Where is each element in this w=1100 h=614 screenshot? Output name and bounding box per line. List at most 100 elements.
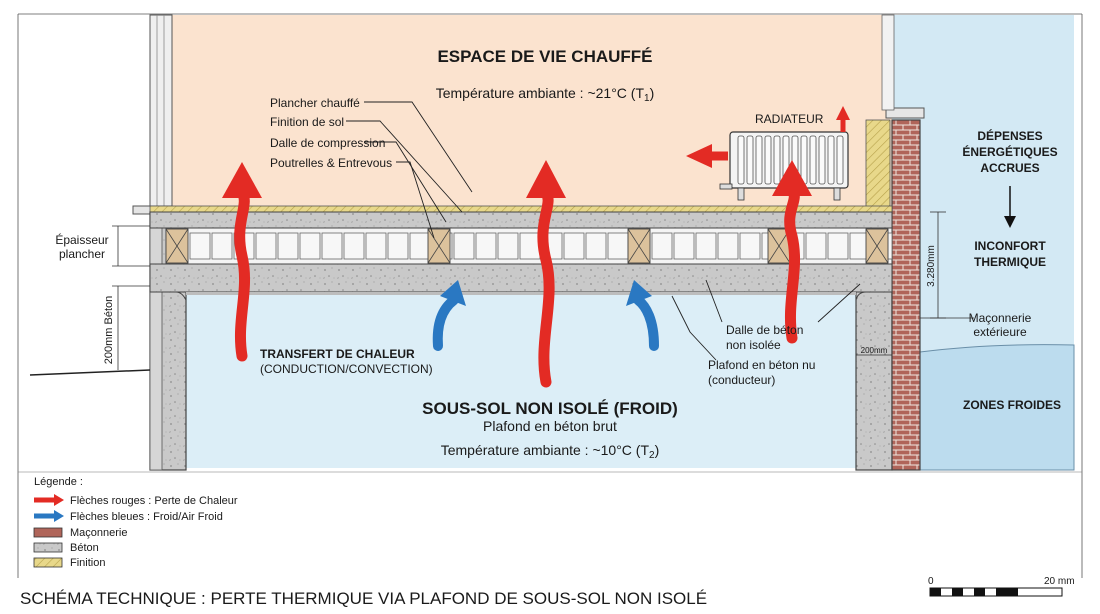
heat-transfer-subtitle: (CONDUCTION/CONVECTION) <box>260 362 433 376</box>
legend-swatch-masonry <box>33 527 63 538</box>
living-space-title: ESPACE DE VIE CHAUFFÉ <box>437 47 652 66</box>
hollow-block <box>717 232 739 260</box>
radiator-label: RADIATEUR <box>755 112 824 126</box>
discomfort-line2: THERMIQUE <box>974 255 1046 269</box>
wall-height-label: 3.280mm <box>926 245 937 287</box>
radiator-fin <box>827 135 835 185</box>
radiator-fin <box>773 135 781 185</box>
floor-thickness-line1: Épaisseur <box>55 232 108 247</box>
label-heated-floor: Plancher chauffé <box>270 96 360 110</box>
floor-finish-layer <box>149 205 893 213</box>
radiator-fin <box>800 135 808 185</box>
radiator-fin <box>836 135 844 185</box>
radiator-fin <box>746 135 754 185</box>
legend-item-finish: Finition <box>70 557 105 569</box>
legend-item-concrete: Béton <box>70 542 99 554</box>
hollow-block <box>277 232 299 260</box>
hollow-block <box>255 232 277 260</box>
hollow-block <box>519 232 541 260</box>
ceiling-label-line1: Plafond en béton nu <box>708 358 815 372</box>
label-joists: Poutrelles & Entrevous <box>270 156 392 170</box>
compression-slab <box>149 211 893 229</box>
legend: Légende : Flèches rouges : Perte de Chal… <box>33 476 238 569</box>
legend-swatch-concrete <box>33 542 63 553</box>
hollow-block <box>651 232 673 260</box>
legend-item-heat: Flèches rouges : Perte de Chaleur <box>70 495 238 507</box>
hollow-block <box>409 232 431 260</box>
hollow-block <box>365 232 387 260</box>
heat-transfer-title: TRANSFERT DE CHALEUR <box>260 347 415 361</box>
basement-title: SOUS-SOL NON ISOLÉ (FROID) <box>422 399 678 418</box>
heat-arrow-head-3 <box>772 160 812 196</box>
dimension-lines-right <box>856 211 974 356</box>
cold-arrow-head-1 <box>440 280 466 306</box>
costs-line2: ÉNERGÉTIQUES <box>962 144 1057 159</box>
masonry-wall <box>891 119 921 471</box>
radiator-fin <box>737 135 745 185</box>
living-space-temperature: Température ambiante : ~21°C (T1) <box>436 85 655 104</box>
discomfort-line1: INCONFORT <box>974 239 1046 253</box>
hollow-block <box>387 232 409 260</box>
left-wall-upper <box>149 14 173 209</box>
hollow-block <box>607 232 629 260</box>
masonry-line1: Maçonnerie <box>969 311 1032 325</box>
heat-arrow-1 <box>234 186 250 362</box>
scale-bar: 0 20 mm <box>928 576 1075 597</box>
masonry-line2: extérieure <box>973 325 1027 339</box>
scale-end: 20 mm <box>1044 576 1075 587</box>
dimension-lines-left <box>112 225 150 370</box>
cold-zones-label: ZONES FROIDES <box>963 398 1061 412</box>
legend-item-cold: Flèches bleues : Froid/Air Froid <box>70 511 223 523</box>
hollow-block <box>585 232 607 260</box>
radiator-up-arrow-head <box>836 106 850 120</box>
hollow-block <box>453 232 475 260</box>
ceiling-label-line2: (conducteur) <box>708 373 775 387</box>
legend-item-masonry: Maçonnerie <box>70 527 127 539</box>
heat-arrow-3 <box>784 184 800 344</box>
label-floor-finish: Finition de sol <box>270 115 344 129</box>
radiator-fin <box>818 135 826 185</box>
hollow-block <box>827 232 849 260</box>
costs-to-discomfort-arrow-head <box>1004 216 1016 228</box>
slab-label-line2: non isolée <box>726 338 781 352</box>
footer-title: SCHÉMA TECHNIQUE : PERTE THERMIQUE VIA P… <box>20 589 707 608</box>
basement-zone <box>186 292 866 468</box>
hollow-block <box>475 232 497 260</box>
right-foundation-wall <box>855 271 893 471</box>
hollow-block <box>695 232 717 260</box>
legend-swatch-finish <box>33 557 63 568</box>
wall-200-label: 200mm <box>861 346 888 355</box>
leader-lines <box>346 101 861 361</box>
cold-arrow-1 <box>432 295 459 351</box>
cold-arrow-2 <box>633 295 659 351</box>
hollow-block <box>343 232 365 260</box>
basement-subtitle: Plafond en béton brut <box>483 418 617 434</box>
costs-line3: ACCRUES <box>980 161 1039 175</box>
heat-arrow-2 <box>537 186 555 388</box>
radiator-side-arrow-head <box>686 144 712 168</box>
hollow-block <box>563 232 585 260</box>
hollow-block <box>805 232 827 260</box>
slab-label-line1: Dalle de béton <box>726 323 803 337</box>
heat-arrows <box>222 106 850 388</box>
concrete-200-label: 200mm Béton <box>103 296 115 364</box>
radiator-fin <box>809 135 817 185</box>
hollow-block <box>497 232 519 260</box>
hollow-block <box>189 232 211 260</box>
heat-arrow-head-2 <box>526 160 566 198</box>
right-finish-strip <box>865 119 891 213</box>
cold-ground-zone <box>919 344 1075 471</box>
hollow-block <box>299 232 321 260</box>
legend-title: Légende : <box>34 476 83 488</box>
label-compression-slab: Dalle de compression <box>270 136 385 150</box>
radiator-fin <box>764 135 772 185</box>
cold-arrows <box>432 280 659 351</box>
ground-line <box>29 369 151 376</box>
hollow-block <box>211 232 233 260</box>
cold-arrow-head-2 <box>626 280 652 306</box>
hollow-block <box>321 232 343 260</box>
radiator-fin <box>755 135 763 185</box>
heat-arrow-head-1 <box>222 162 262 198</box>
hollow-block <box>739 232 761 260</box>
